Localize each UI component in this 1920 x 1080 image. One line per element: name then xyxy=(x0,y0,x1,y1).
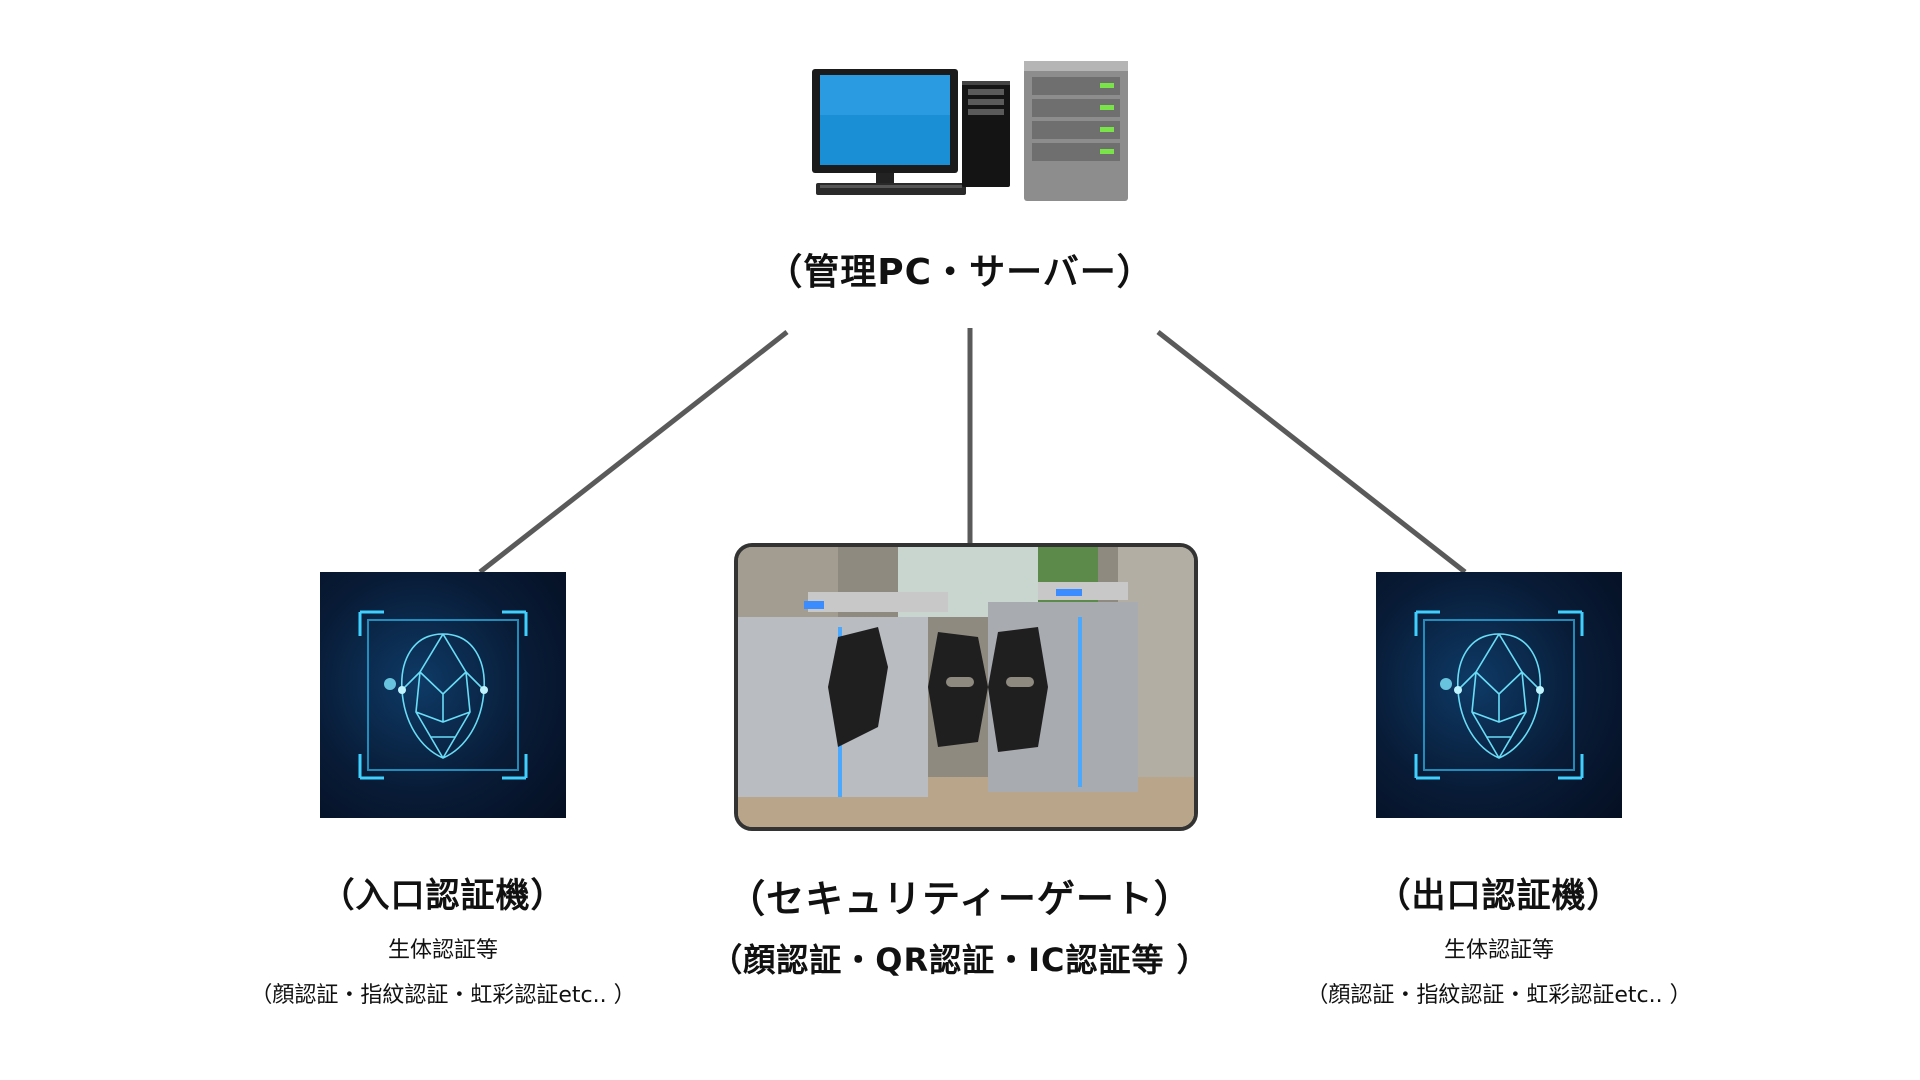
pc-tower-icon xyxy=(962,81,1010,187)
exit-device-line2: （顔認証・指紋認証・虹彩認証etc.. ） xyxy=(1306,983,1692,1008)
management-pc-server-group xyxy=(800,55,1140,205)
exit-device-title: （出口認証機） xyxy=(1376,876,1622,916)
security-gate-title: （セキュリティーゲート） xyxy=(727,877,1193,921)
entrance-face-recognition-image xyxy=(320,572,566,818)
monitor-icon xyxy=(812,69,966,195)
exit-face-recognition-image xyxy=(1376,572,1622,818)
server-illustration xyxy=(812,61,1128,201)
security-gate-photo xyxy=(734,543,1198,831)
server-label: （管理PC・サーバー） xyxy=(766,252,1154,293)
face-recognition-icon xyxy=(1414,610,1584,780)
connector-to-exit xyxy=(1156,330,1467,574)
rack-server-icon xyxy=(1024,61,1128,201)
entrance-device-title: （入口認証機） xyxy=(320,876,566,916)
exit-device-line1: 生体認証等 xyxy=(1443,938,1554,963)
entrance-device-line2: （顔認証・指紋認証・虹彩認証etc.. ） xyxy=(250,983,636,1008)
connector-to-entrance xyxy=(478,330,789,574)
security-gate-subtitle: （顔認証・QR認証・IC認証等 ） xyxy=(710,941,1210,979)
entrance-device-line1: 生体認証等 xyxy=(387,938,498,963)
security-gate-illustration xyxy=(738,547,1194,827)
face-recognition-icon xyxy=(358,610,528,780)
